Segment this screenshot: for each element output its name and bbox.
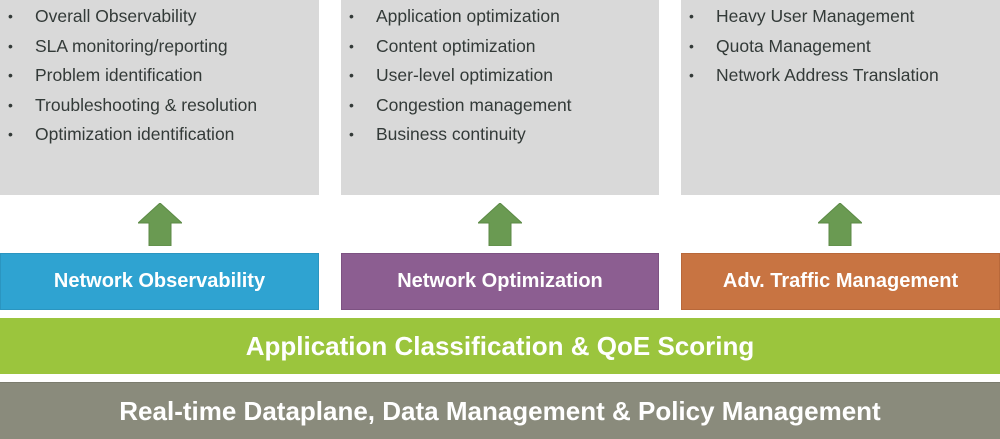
feature-item: •Application optimization	[341, 2, 659, 32]
bullet-icon: •	[689, 8, 694, 24]
feature-item: •Optimization identification	[0, 120, 319, 150]
adv-traffic-management-label: Adv. Traffic Management	[722, 270, 959, 292]
observability-features-box: •Overall Observability •SLA monitoring/r…	[0, 0, 319, 195]
network-optimization-label: Network Optimization	[397, 270, 603, 292]
up-arrow-icon	[818, 203, 862, 246]
feature-item: •Business continuity	[341, 120, 659, 150]
feature-item: •Quota Management	[681, 32, 1000, 62]
feature-item: •Problem identification	[0, 61, 319, 91]
bullet-icon: •	[8, 37, 13, 54]
bullet-icon: •	[349, 96, 354, 113]
optimization-features-box: •Application optimization •Content optim…	[341, 0, 659, 195]
feature-item: •Overall Observability	[0, 2, 319, 32]
network-optimization-box: Network Optimization	[341, 253, 659, 310]
up-arrow-icon	[478, 203, 522, 246]
bullet-icon: •	[349, 8, 354, 24]
bullet-icon: •	[689, 67, 694, 83]
bullet-icon: •	[8, 126, 13, 142]
classification-layer-bar: Application Classification & QoE Scoring	[0, 318, 1000, 374]
feature-item: •Content optimization	[341, 32, 659, 62]
bullet-icon: •	[349, 37, 354, 54]
network-observability-label: Network Observability	[53, 270, 266, 292]
adv-traffic-management-box: Adv. Traffic Management	[681, 253, 1000, 310]
bullet-icon: •	[8, 96, 13, 113]
network-observability-box: Network Observability	[0, 253, 319, 310]
classification-layer-label: Application Classification & QoE Scoring	[245, 330, 755, 361]
bullet-icon: •	[8, 67, 13, 83]
feature-item: •Congestion management	[341, 91, 659, 121]
up-arrow-icon	[138, 203, 182, 246]
feature-item: •Troubleshooting & resolution	[0, 91, 319, 121]
bullet-icon: •	[689, 37, 694, 54]
dataplane-layer-label: Real-time Dataplane, Data Management & P…	[119, 395, 881, 426]
bullet-icon: •	[349, 126, 354, 142]
observability-feature-list: •Overall Observability •SLA monitoring/r…	[0, 0, 319, 150]
bullet-icon: •	[8, 8, 13, 24]
bullet-icon: •	[349, 67, 354, 83]
feature-item: •Network Address Translation	[681, 61, 1000, 91]
feature-item: •SLA monitoring/reporting	[0, 32, 319, 62]
dataplane-layer-bar: Real-time Dataplane, Data Management & P…	[0, 382, 1000, 439]
optimization-feature-list: •Application optimization •Content optim…	[341, 0, 659, 150]
traffic-management-features-box: •Heavy User Management •Quota Management…	[681, 0, 1000, 195]
feature-item: •Heavy User Management	[681, 2, 1000, 32]
feature-item: •User-level optimization	[341, 61, 659, 91]
traffic-management-feature-list: •Heavy User Management •Quota Management…	[681, 0, 1000, 91]
